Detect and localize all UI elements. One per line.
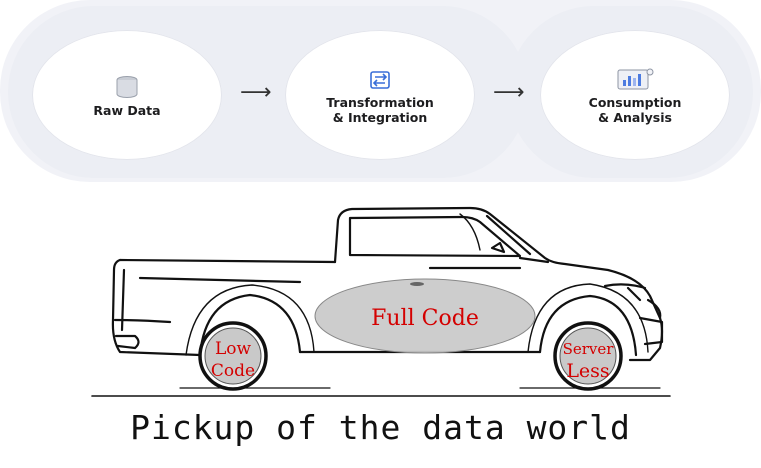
serverless-label: Server Less	[553, 338, 623, 382]
full-code-label: Full Code	[340, 306, 510, 332]
stage-label: Transformation & Integration	[326, 95, 434, 125]
rear-wheel	[198, 321, 268, 391]
low-code-line1: Low	[214, 339, 252, 359]
stage-raw-data: Raw Data	[32, 30, 222, 160]
front-wheel	[553, 321, 623, 391]
serverless-line1: Server	[562, 340, 614, 358]
stage-label: Raw Data	[93, 102, 161, 118]
serverless-line2: Less	[566, 360, 610, 382]
full-code-text: Full Code	[371, 306, 479, 331]
low-code-label: Low Code	[203, 338, 263, 382]
full-code-oval	[314, 278, 536, 354]
stage-consumption: Consumption & Analysis	[540, 30, 730, 160]
stage-label: Consumption & Analysis	[588, 95, 682, 125]
flow-arrow-2: ⟶	[493, 80, 525, 105]
transform-arrows-icon	[366, 65, 394, 91]
pickup-truck-illustration	[91, 206, 671, 397]
database-icon	[114, 73, 140, 99]
dashboard-chart-icon	[615, 65, 655, 91]
diagram-caption: Pickup of the data world	[130, 408, 631, 447]
low-code-line2: Code	[210, 361, 256, 381]
flow-arrow-1: ⟶	[240, 80, 272, 105]
stage-transformation: Transformation & Integration	[285, 30, 475, 160]
